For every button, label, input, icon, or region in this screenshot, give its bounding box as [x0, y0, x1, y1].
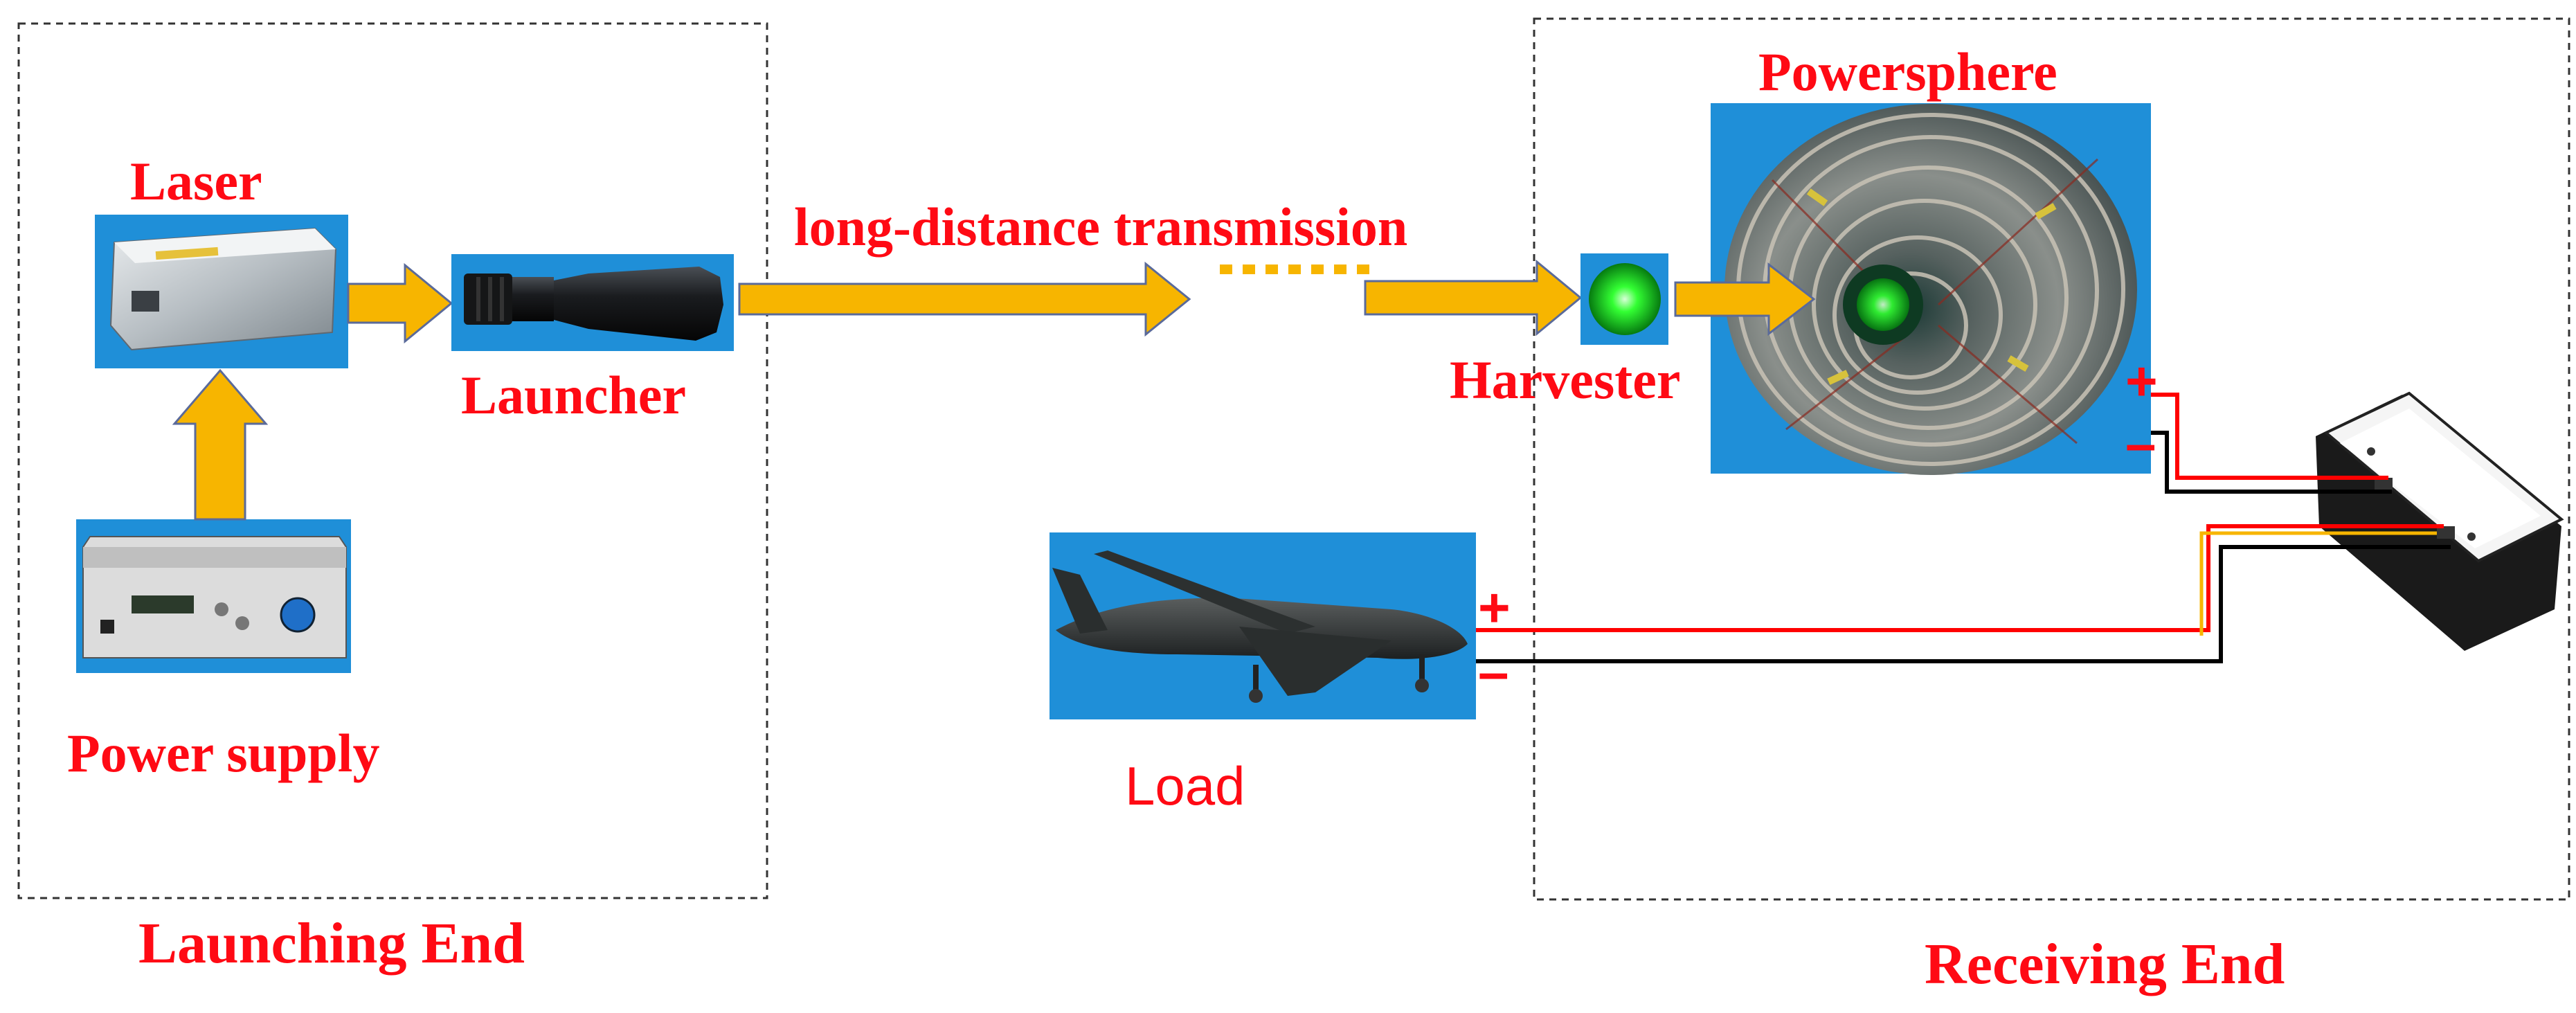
label-harvester: Harvester [1450, 350, 1680, 410]
receiving-end-box [1533, 17, 2570, 901]
label-laser: Laser [130, 151, 262, 211]
load-drone-photo [1050, 532, 1476, 719]
label-launcher: Launcher [461, 365, 686, 425]
powersphere-photo [1711, 103, 2151, 475]
label-long-distance-transmission: long-distance transmission [794, 197, 1407, 257]
wires-converter-to-load [1475, 524, 2451, 663]
label-receiving-end: Receiving End [1925, 932, 2285, 996]
arrow-laser-to-launcher [347, 262, 453, 344]
wires-sphere-to-converter [2151, 393, 2392, 494]
launching-end-box [17, 22, 768, 899]
power-supply-photo [76, 519, 351, 673]
load-minus-sign: – [1478, 641, 1509, 703]
label-launching-end: Launching End [138, 911, 525, 976]
sphere-minus-sign: – [2125, 413, 2156, 474]
converter-box-photo [2316, 391, 2564, 651]
label-powersphere: Powersphere [1758, 42, 2057, 102]
label-load: Load [1125, 755, 1245, 816]
label-power-supply: Power supply [67, 723, 379, 783]
load-plus-sign: + [1478, 577, 1511, 638]
harvester-photo [1580, 253, 1668, 345]
sphere-plus-sign: + [2125, 350, 2158, 412]
arrow-power-to-laser [172, 368, 269, 521]
laser-photo [95, 215, 348, 368]
arrow-long-distance [738, 261, 1191, 337]
arrow-to-harvester [1364, 259, 1583, 337]
launcher-photo [451, 254, 734, 351]
arrow-harvester-to-sphere [1674, 262, 1816, 337]
transmission-dots [1220, 265, 1369, 274]
